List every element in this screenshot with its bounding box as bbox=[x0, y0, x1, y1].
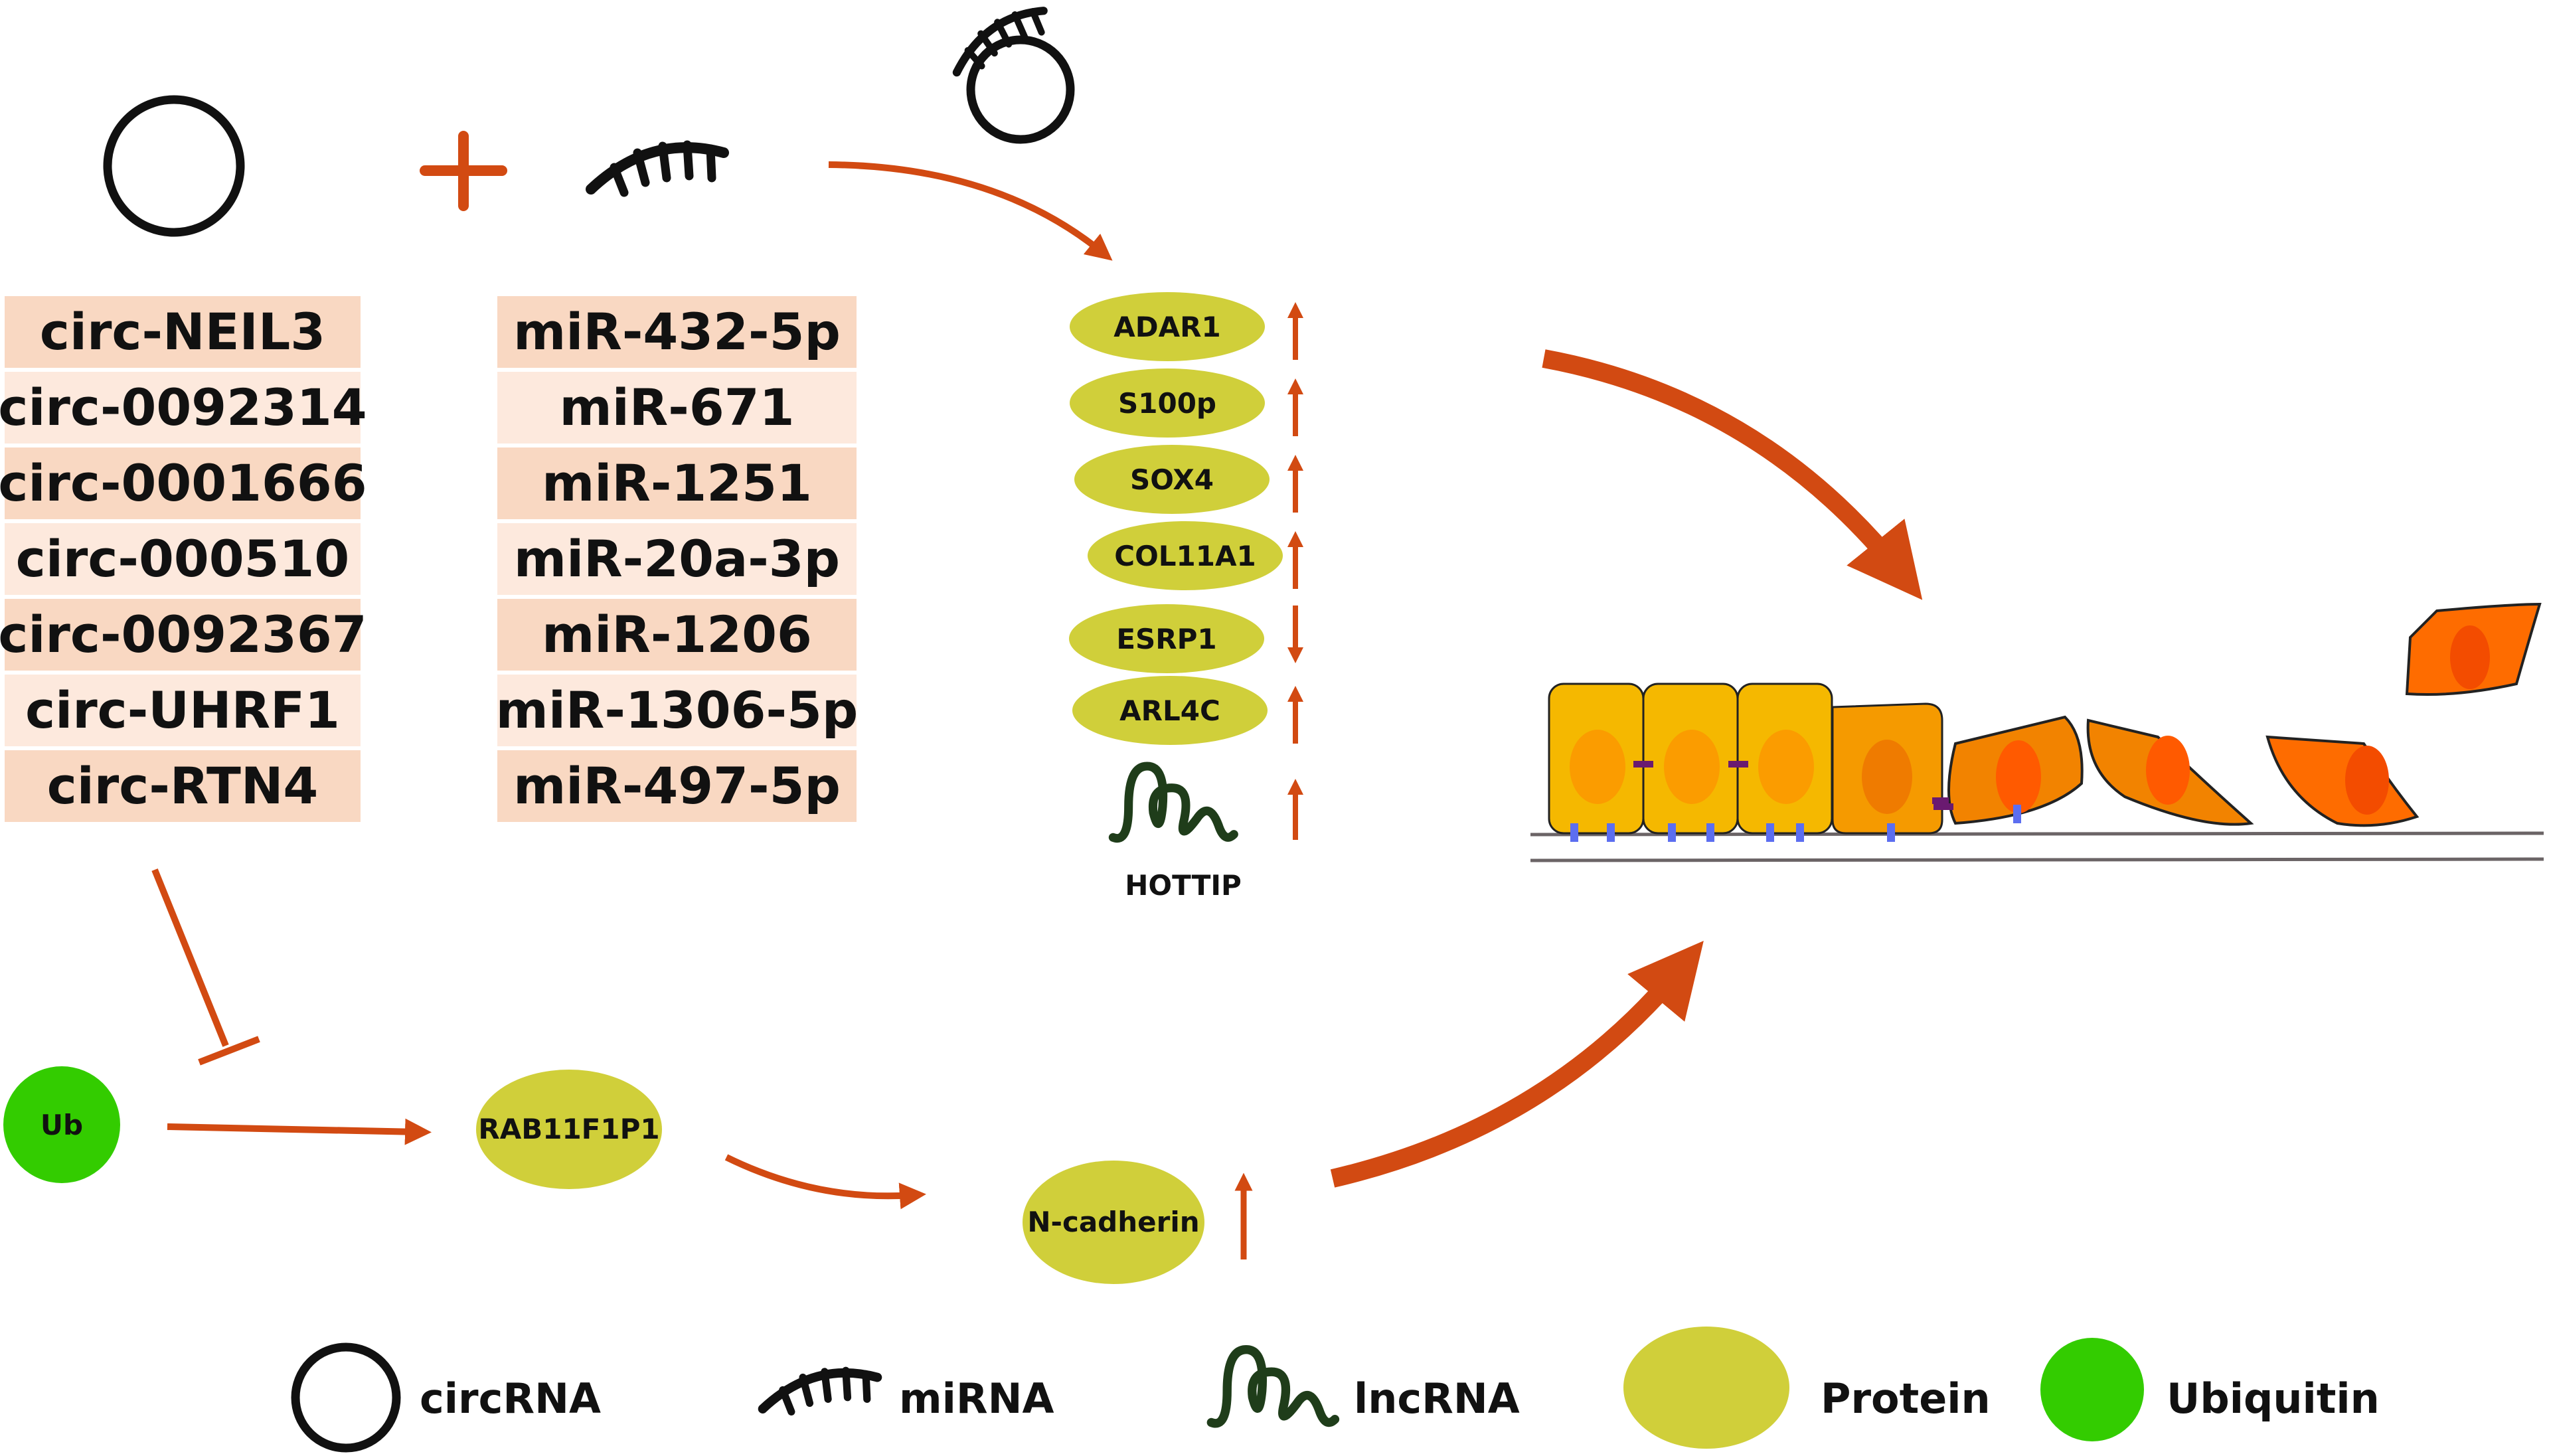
circrna-row-bg bbox=[5, 599, 361, 671]
inhibition-line bbox=[151, 868, 260, 1066]
rab11f1p1-label: RAB11F1P1 bbox=[478, 1113, 659, 1145]
legend-mirna-label: miRNA bbox=[899, 1374, 1054, 1423]
mirna-row-bg bbox=[497, 523, 857, 595]
plus-icon bbox=[420, 131, 507, 211]
ncadherin-label: N-cadherin bbox=[1027, 1206, 1199, 1238]
big-arrow-from-ncadherin bbox=[1330, 940, 1704, 1188]
mirna-row: miR-671 bbox=[560, 378, 795, 437]
circrna-row: circ-000510 bbox=[16, 529, 349, 588]
circrna-row-bg bbox=[5, 750, 361, 822]
rab-arrow bbox=[724, 1154, 926, 1210]
target-label: SOX4 bbox=[1130, 463, 1214, 496]
legend: circRNA miRNA lncRNA Protein Ubiquitin bbox=[291, 1327, 2380, 1453]
target-label: ESRP1 bbox=[1116, 623, 1216, 655]
circrna-row: circ-NEIL3 bbox=[40, 302, 325, 361]
legend-mirna-icon bbox=[763, 1370, 878, 1412]
lncrna-hottip-icon bbox=[1113, 766, 1234, 839]
mirna-row: miR-497-5p bbox=[513, 756, 841, 815]
hottip-label: HOTTIP bbox=[1125, 869, 1242, 902]
mirna-row: miR-1206 bbox=[542, 605, 812, 664]
circrna-row: circ-0092367 bbox=[0, 605, 367, 664]
ub-label: Ub bbox=[41, 1109, 83, 1141]
legend-lncrna-label: lncRNA bbox=[1354, 1374, 1520, 1423]
legend-protein-icon bbox=[1623, 1327, 1789, 1449]
legend-circrna-label: circRNA bbox=[420, 1374, 601, 1423]
circrna-row: circ-UHRF1 bbox=[25, 681, 340, 740]
ubiquitin-circle bbox=[3, 1066, 120, 1183]
circrna-table: circ-NEIL3 circ-0092314 circ-0001666 circ-0… bbox=[0, 296, 367, 822]
mirna-row: miR-1306-5p bbox=[496, 681, 859, 740]
target-label: COL11A1 bbox=[1114, 540, 1256, 572]
circrna-row-bg bbox=[5, 296, 361, 368]
circrna-sponge-icon bbox=[966, 35, 1075, 144]
big-arrow-to-cells bbox=[1542, 349, 1923, 600]
circrna-row-bg bbox=[5, 447, 361, 519]
target-label: ADAR1 bbox=[1113, 311, 1220, 343]
mirna-row-bg bbox=[497, 372, 857, 444]
mirna-row-bg bbox=[497, 447, 857, 519]
circrna-row-bg bbox=[5, 675, 361, 746]
ub-arrow bbox=[167, 1118, 432, 1145]
mirna-row-bg bbox=[497, 296, 857, 368]
emt-cells-illustration bbox=[1530, 602, 2544, 862]
target-protein bbox=[1070, 292, 1265, 361]
circrna-icon bbox=[103, 95, 245, 237]
target-protein bbox=[1070, 368, 1265, 438]
mirna-row-bg bbox=[497, 750, 857, 822]
mirna-row-bg bbox=[497, 675, 857, 746]
rab11f1p1-protein bbox=[476, 1070, 662, 1189]
circrna-row: circ-0001666 bbox=[0, 453, 367, 513]
legend-ubiquitin-label: Ubiquitin bbox=[2167, 1374, 2380, 1423]
legend-ubiquitin-icon bbox=[2040, 1338, 2144, 1441]
legend-circrna-icon bbox=[291, 1342, 401, 1453]
mirna-row-bg bbox=[497, 599, 857, 671]
circrna-row-bg bbox=[5, 523, 361, 595]
legend-lncrna-icon bbox=[1211, 1350, 1335, 1423]
target-protein bbox=[1069, 604, 1264, 673]
circrna-row-bg bbox=[5, 372, 361, 444]
target-label: ARL4C bbox=[1119, 694, 1220, 727]
target-protein bbox=[1088, 521, 1283, 590]
target-label: S100p bbox=[1118, 387, 1216, 420]
arrow-to-targets bbox=[828, 161, 1113, 261]
mirna-table: miR-432-5p miR-671 miR-1251 miR-20a-3p miR-1… bbox=[496, 296, 859, 822]
ncadherin-protein bbox=[1023, 1161, 1204, 1284]
mirna-row: miR-20a-3p bbox=[514, 529, 840, 588]
mirna-row: miR-432-5p bbox=[513, 302, 841, 361]
target-protein bbox=[1072, 676, 1268, 745]
legend-protein-label: Protein bbox=[1821, 1374, 1991, 1423]
mirna-icon bbox=[591, 145, 724, 193]
target-protein bbox=[1074, 445, 1270, 514]
mirna-row: miR-1251 bbox=[542, 453, 812, 513]
circrna-row: circ-0092314 bbox=[0, 378, 367, 437]
circrna-row: circ-RTN4 bbox=[47, 756, 319, 815]
